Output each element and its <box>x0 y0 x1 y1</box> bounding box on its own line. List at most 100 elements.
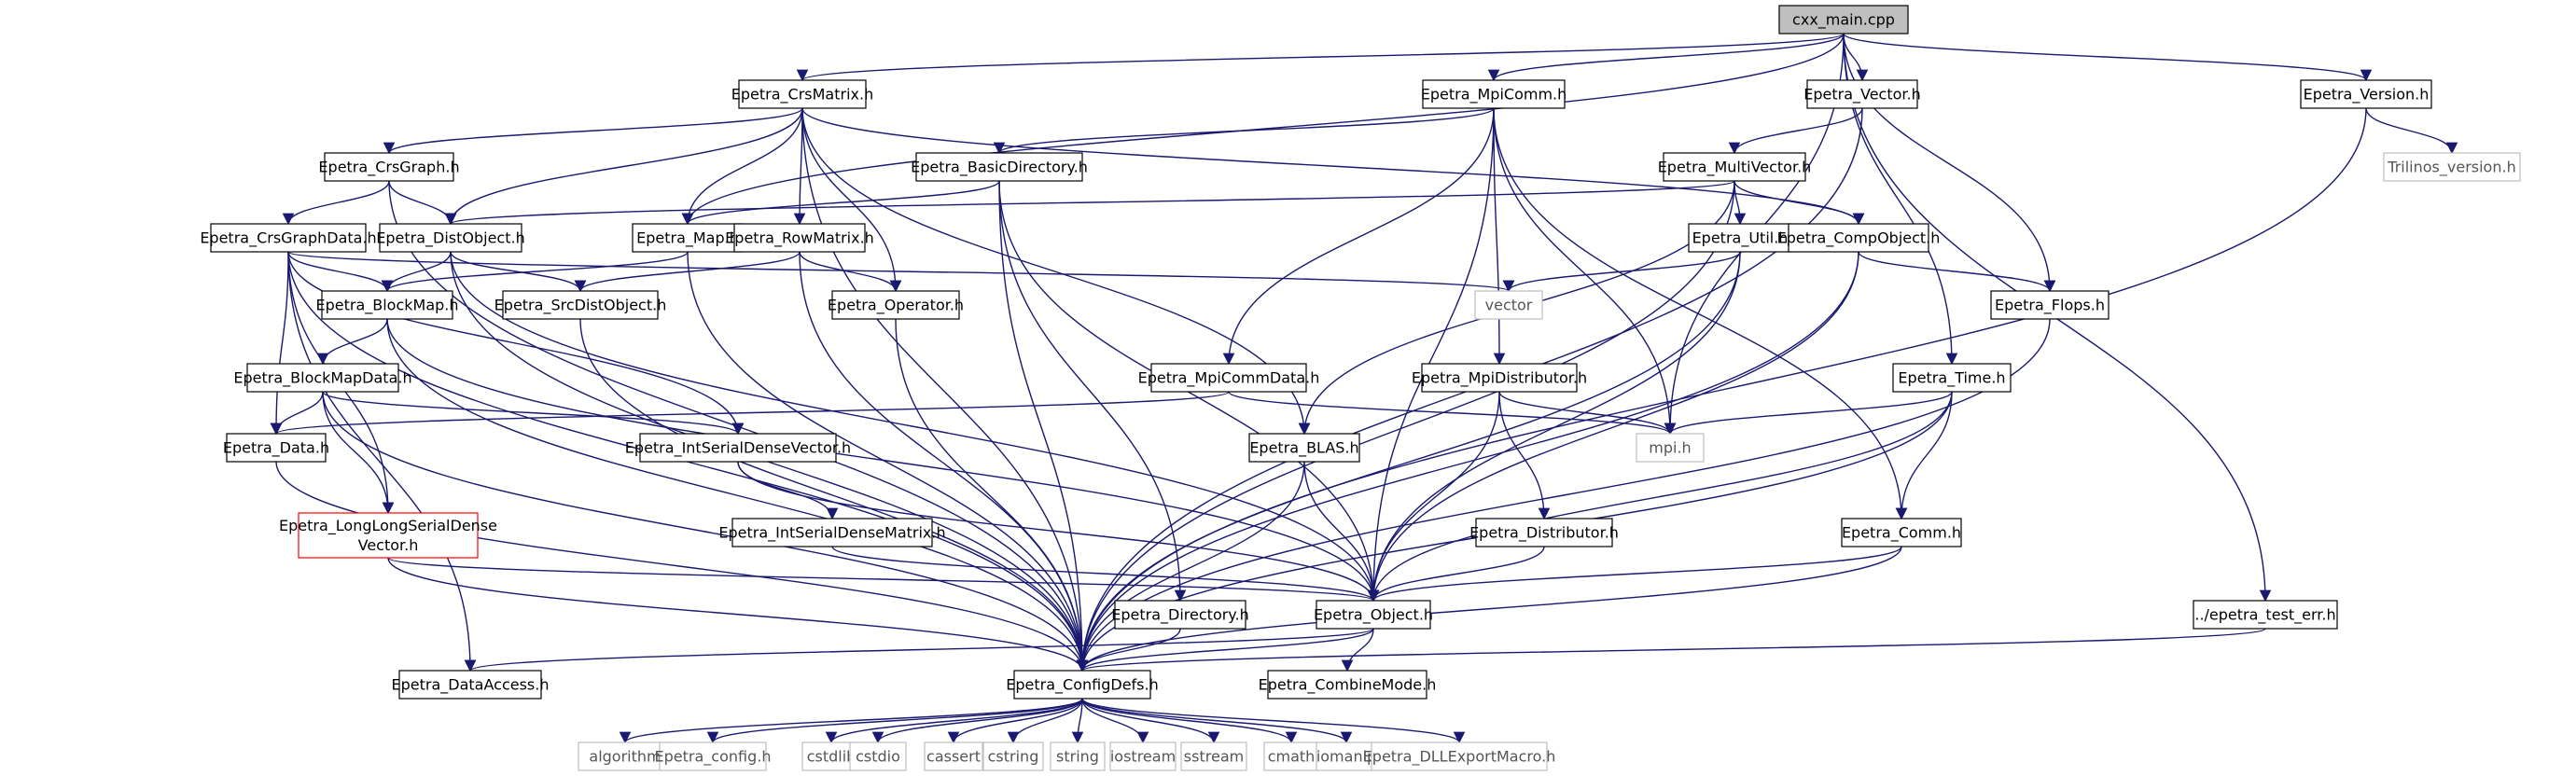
node-vector[interactable]: Epetra_Vector.h <box>1803 79 1921 109</box>
node-epetra_config: Epetra_config.h <box>655 741 771 771</box>
edge-configdefs-to-epetra_config <box>706 698 1083 744</box>
node-mpicomm[interactable]: Epetra_MpiComm.h <box>1421 79 1567 109</box>
node-comm[interactable]: Epetra_Comm.h <box>1841 518 1962 547</box>
node-label-blas: Epetra_BLAS.h <box>1249 439 1358 458</box>
edge-distributor-to-object <box>1367 546 1545 603</box>
node-label-operator: Epetra_Operator.h <box>828 297 964 315</box>
node-label-rowmatrix: Epetra_RowMatrix.h <box>725 229 874 248</box>
node-box-iomanip <box>1316 741 1377 771</box>
edge-multivector-to-configdefs <box>1076 180 1735 672</box>
node-basicdir[interactable]: Epetra_BasicDirectory.h <box>911 152 1088 182</box>
node-blockmapdata[interactable]: Epetra_BlockMapData.h <box>233 363 412 393</box>
node-box-crsgraphdata <box>210 223 367 253</box>
edge-crsgraphdata-to-vector_std <box>287 251 1514 293</box>
node-time[interactable]: Epetra_Time.h <box>1892 363 2012 393</box>
node-intserialdensematrix[interactable]: Epetra_IntSerialDenseMatrix.h <box>718 518 946 547</box>
edge-multivector-to-compobject <box>1734 180 1865 226</box>
node-label-sstream: sstream <box>1184 748 1244 766</box>
node-label-trilinos_version: Trilinos_version.h <box>2387 159 2515 177</box>
node-intserialdensevector[interactable]: Epetra_IntSerialDenseVector.h <box>625 433 851 463</box>
node-srcdistobject[interactable]: Epetra_SrcDistObject.h <box>494 290 667 320</box>
node-cassert: cassert <box>924 741 983 771</box>
edge-distobject-to-srcdistobject <box>450 251 587 293</box>
edge-crsgraphdata-to-data <box>270 251 289 436</box>
node-box-basicdir <box>915 152 1083 182</box>
edge-object-to-combinemode <box>1341 628 1374 672</box>
node-label-dllexport: Epetra_DLLExportMacro.h <box>1363 748 1556 767</box>
node-box-intserialdensevector <box>639 433 837 463</box>
node-crsgraphdata[interactable]: Epetra_CrsGraphData.h <box>200 223 377 253</box>
edge-crsgraph-to-distobject <box>388 180 457 226</box>
node-box-data <box>226 433 327 463</box>
node-distributor[interactable]: Epetra_Distributor.h <box>1469 518 1619 547</box>
node-algorithm: algorithm <box>578 741 673 771</box>
node-box-mpidistributor <box>1421 363 1578 393</box>
node-epetra_test_err[interactable]: ../epetra_test_err.h <box>2193 600 2338 630</box>
edge-time-to-object <box>1367 391 1953 603</box>
node-box-blockmap <box>321 290 453 320</box>
node-label-multivector: Epetra_MultiVector.h <box>1658 159 1812 177</box>
node-flops[interactable]: Epetra_Flops.h <box>1990 290 2110 320</box>
edge-crsmatrix-to-map <box>681 107 803 226</box>
edge-configdefs-to-string <box>1071 698 1084 744</box>
node-label-vector: Epetra_Vector.h <box>1803 86 1921 104</box>
edge-cxx_main-to-map <box>681 33 1845 226</box>
node-trilinos_version: Trilinos_version.h <box>2383 152 2521 182</box>
node-label-basicdir: Epetra_BasicDirectory.h <box>911 159 1088 177</box>
node-util[interactable]: Epetra_Util.h <box>1688 223 1792 253</box>
edge-compobject-to-object <box>1367 251 1859 603</box>
node-label-srcdistobject: Epetra_SrcDistObject.h <box>494 297 667 315</box>
edge-comm-to-configdefs <box>1076 546 1902 672</box>
edge-configdefs-to-iostream <box>1081 698 1149 744</box>
node-data[interactable]: Epetra_Data.h <box>223 433 329 463</box>
node-label-iomanip: iomanip <box>1316 748 1376 766</box>
node-compobject[interactable]: Epetra_CompObject.h <box>1777 223 1941 253</box>
edge-blockmap-to-configdefs <box>386 318 1089 672</box>
node-box-rowmatrix <box>733 223 866 253</box>
node-label-configdefs: Epetra_ConfigDefs.h <box>1006 676 1158 695</box>
node-distobject[interactable]: Epetra_DistObject.h <box>376 223 525 253</box>
node-crsgraph[interactable]: Epetra_CrsGraph.h <box>318 152 460 182</box>
node-version[interactable]: Epetra_Version.h <box>2300 79 2432 109</box>
node-box-crsmatrix <box>738 79 867 109</box>
edge-mpicomm-to-comm <box>1493 107 1908 520</box>
node-dataaccess[interactable]: Epetra_DataAccess.h <box>392 670 550 700</box>
node-box-blockmapdata <box>246 363 399 393</box>
node-string: string <box>1050 741 1106 771</box>
edge-vector-to-multivector <box>1728 107 1863 155</box>
edge-util-to-vector_std <box>1502 251 1741 293</box>
edge-cxx_main-to-version <box>1843 33 2373 82</box>
node-label-iostream: iostream <box>1110 748 1176 766</box>
node-configdefs[interactable]: Epetra_ConfigDefs.h <box>1006 670 1159 700</box>
node-box-srcdistobject <box>502 290 659 320</box>
node-box-object <box>1316 600 1431 630</box>
node-combinemode[interactable]: Epetra_CombineMode.h <box>1259 670 1437 700</box>
node-multivector[interactable]: Epetra_MultiVector.h <box>1658 152 1812 182</box>
node-box-cstring <box>982 741 1044 771</box>
edge-longlong-to-configdefs <box>387 557 1089 672</box>
node-mpicommdata[interactable]: Epetra_MpiCommData.h <box>1138 363 1320 393</box>
edge-map-to-configdefs <box>687 251 1089 672</box>
node-cmath: cmath <box>1263 741 1319 771</box>
edge-mpidistributor-to-distributor <box>1498 391 1551 520</box>
node-directory[interactable]: Epetra_Directory.h <box>1111 600 1249 630</box>
node-object[interactable]: Epetra_Object.h <box>1314 600 1433 630</box>
node-label-directory: Epetra_Directory.h <box>1111 606 1248 625</box>
node-label-intserialdensevector: Epetra_IntSerialDenseVector.h <box>625 439 851 458</box>
node-crsmatrix[interactable]: Epetra_CrsMatrix.h <box>731 79 873 109</box>
node-box-string <box>1050 741 1106 771</box>
node-box-version <box>2300 79 2432 109</box>
node-box-longlong <box>298 512 479 559</box>
node-cxx_main[interactable]: cxx_main.cpp <box>1778 5 1909 35</box>
node-rowmatrix[interactable]: Epetra_RowMatrix.h <box>725 223 874 253</box>
edge-util-to-configdefs <box>1076 251 1741 672</box>
edge-util-to-object <box>1367 251 1741 603</box>
node-label-blockmapdata: Epetra_BlockMapData.h <box>233 369 411 388</box>
node-mpidistributor[interactable]: Epetra_MpiDistributor.h <box>1412 363 1587 393</box>
node-operator[interactable]: Epetra_Operator.h <box>828 290 964 320</box>
node-blockmap[interactable]: Epetra_BlockMap.h <box>315 290 459 320</box>
node-box-blas <box>1248 433 1360 463</box>
node-blas[interactable]: Epetra_BLAS.h <box>1248 433 1360 463</box>
